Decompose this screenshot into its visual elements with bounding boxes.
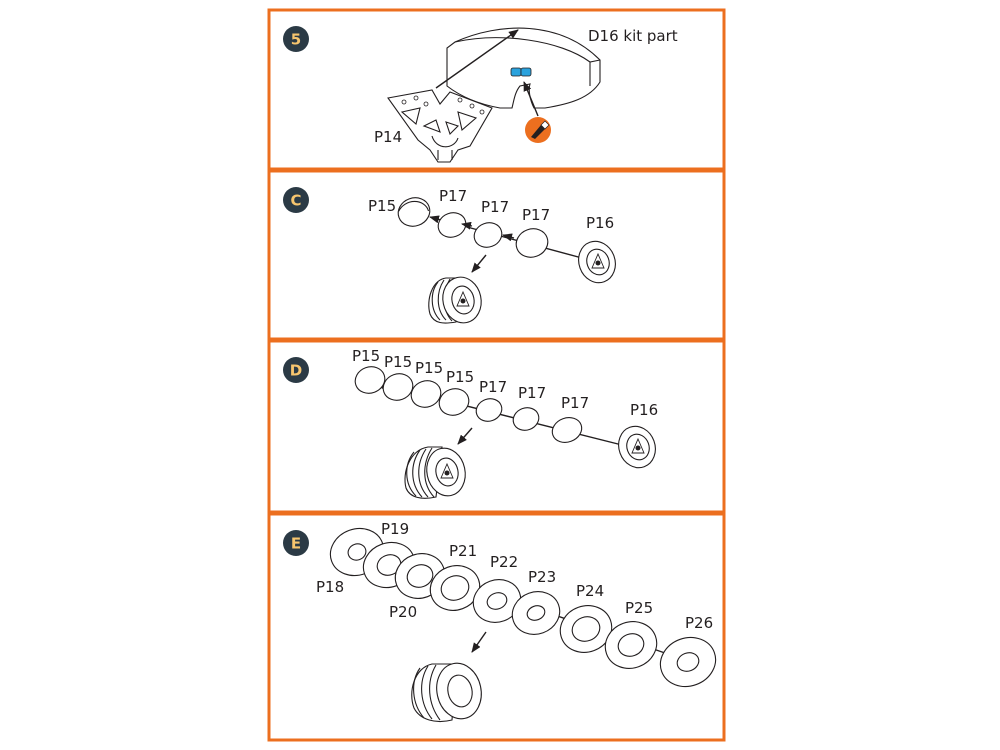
arrow-p14-to-d16 [435, 29, 519, 89]
step-badge [283, 530, 309, 556]
label-p16: P16 [630, 401, 658, 419]
label-p17: P17 [479, 378, 507, 396]
panel-step-e: E [267, 512, 726, 742]
part-p26 [659, 636, 717, 688]
label-p15: P15 [384, 353, 412, 371]
arrow-assembled-d [457, 427, 473, 445]
step-badge-label: E [291, 535, 301, 553]
part-p17 [473, 222, 503, 248]
step-badge [283, 357, 309, 383]
panel-border [267, 169, 726, 341]
label-p15: P15 [368, 197, 396, 215]
label-p25: P25 [625, 599, 653, 617]
label-p26: P26 [685, 614, 713, 632]
label-p15: P15 [352, 347, 380, 365]
label-p17: P17 [481, 198, 509, 216]
part-p17 [512, 407, 540, 431]
label-p23: P23 [528, 568, 556, 586]
step-badge-label: D [290, 362, 302, 380]
part-p16-hub [618, 425, 656, 469]
arrow-assembled-c [471, 254, 487, 273]
assembled-wheel-c [428, 276, 482, 324]
part-p17 [437, 212, 467, 238]
label-p17: P17 [561, 394, 589, 412]
part-p15 [354, 366, 386, 394]
panel-border [267, 339, 726, 514]
label-p17: P17 [518, 384, 546, 402]
part-p15 [438, 388, 470, 416]
panel-step-d: D P15 P15 P15 P15 P [267, 339, 726, 514]
arrow-assembled-e [471, 631, 487, 653]
panel-step-c: C P15 P17 P17 [267, 169, 726, 341]
part-p24 [559, 605, 613, 653]
step-badge-label: 5 [291, 31, 301, 49]
part-p15 [382, 373, 414, 401]
arrow-small [461, 221, 473, 230]
part-p14 [387, 89, 493, 163]
part-p17 [475, 398, 503, 422]
part-p17 [515, 228, 549, 258]
part-p22 [472, 579, 522, 623]
part-p15 [397, 197, 431, 227]
part-p23 [511, 591, 561, 635]
label-p19: P19 [381, 520, 409, 538]
panel-step-5: 5 D16 kit part P14 [267, 8, 726, 171]
part-p15 [410, 380, 442, 408]
part-p16-hub [578, 240, 616, 284]
step-badge [283, 187, 309, 213]
part-p25 [604, 621, 658, 669]
label-p22: P22 [490, 553, 518, 571]
label-p18: P18 [316, 578, 344, 596]
label-p24: P24 [576, 582, 604, 600]
label-p16: P16 [586, 214, 614, 232]
assembled-wheel-e [411, 662, 482, 723]
label-d16-kit-part: D16 kit part [588, 27, 678, 45]
label-p17: P17 [439, 187, 467, 205]
label-p15: P15 [415, 359, 443, 377]
arrow-glue [523, 81, 539, 117]
arrow-small [502, 233, 515, 242]
label-p15: P15 [446, 368, 474, 386]
step-badge-label: C [290, 192, 301, 210]
label-p20: P20 [389, 603, 417, 621]
assembled-wheel-d [404, 446, 466, 499]
part-p21 [429, 565, 481, 611]
part-p17 [551, 417, 583, 443]
label-p17: P17 [522, 206, 550, 224]
label-p14: P14 [374, 128, 402, 146]
kit-part-d16 [446, 27, 601, 109]
blue-tab-right [520, 67, 532, 77]
step-badge [283, 26, 309, 52]
label-p21: P21 [449, 542, 477, 560]
blue-tab-left [510, 67, 522, 77]
